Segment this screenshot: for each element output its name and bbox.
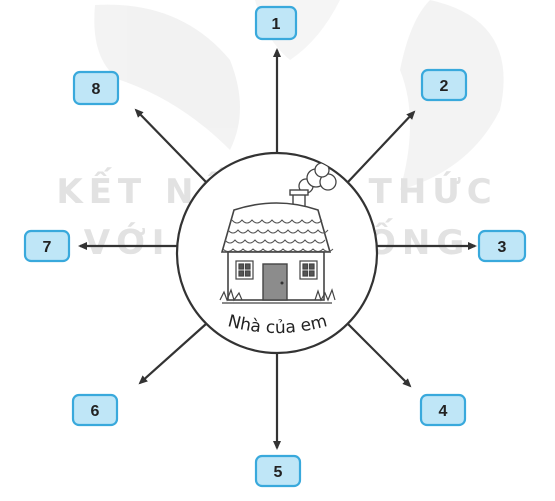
door: [262, 263, 288, 301]
number-label-4: 4: [439, 403, 448, 420]
arrow-northeast: [347, 110, 416, 183]
number-box-6: 6: [71, 393, 119, 427]
roof: [220, 202, 332, 253]
number-box-4: 4: [419, 393, 467, 427]
number-label-1: 1: [272, 16, 281, 33]
arrows: [78, 48, 477, 450]
watermark-logo: [94, 0, 504, 190]
arrow-southeast: [347, 323, 412, 388]
arrow-northwest: [134, 108, 207, 183]
number-box-8: 8: [72, 70, 120, 106]
number-box-1: 1: [254, 5, 298, 41]
left-window: [235, 260, 254, 280]
number-box-7: 7: [23, 229, 71, 263]
home-circle: Nhà của em: [175, 151, 379, 355]
number-label-2: 2: [440, 78, 449, 95]
number-box-3: 3: [477, 229, 527, 263]
right-window: [299, 260, 318, 280]
number-label-3: 3: [498, 239, 507, 256]
number-label-6: 6: [91, 403, 100, 420]
number-label-8: 8: [92, 81, 101, 98]
grass: [219, 288, 336, 304]
house-icon: [219, 162, 337, 304]
number-label-7: 7: [43, 239, 52, 256]
arrow-southwest: [138, 323, 207, 385]
roof-tiles: [222, 219, 334, 252]
number-box-2: 2: [420, 68, 468, 102]
number-box-5: 5: [254, 454, 302, 488]
smoke-cloud-icon: [298, 162, 337, 194]
number-label-5: 5: [274, 464, 283, 481]
